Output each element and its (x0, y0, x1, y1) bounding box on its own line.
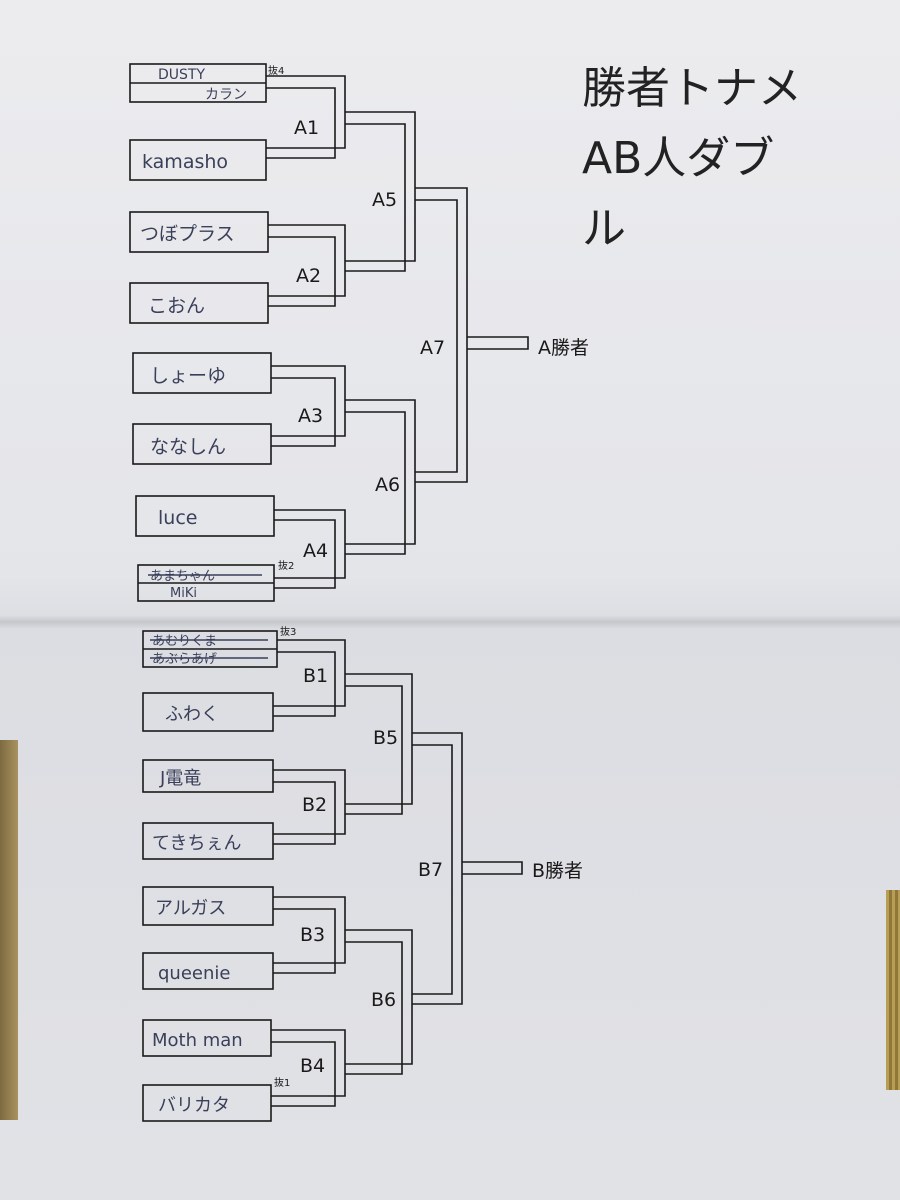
entry-name: あむりくま (152, 634, 217, 649)
entry-name: アルガス (155, 898, 226, 919)
match-label-b4: B4 (300, 1055, 325, 1077)
note-a-top: 抜4 (268, 64, 284, 77)
entry-box (142, 1084, 272, 1122)
entry-name: あぶらあげ (152, 652, 217, 667)
match-label-a5: A5 (372, 189, 397, 211)
entry-name: queenie (158, 963, 230, 984)
note-b-bottom: 抜1 (274, 1076, 290, 1089)
entry-box (132, 352, 272, 394)
entry-box (142, 886, 274, 926)
entry-name: ふわく (165, 704, 219, 725)
entry-name: ななしん (150, 436, 226, 458)
entry-name: てきちぇん (152, 833, 241, 854)
entry-box (129, 282, 269, 324)
entry-name: J電竜 (159, 768, 201, 789)
entry-name: Moth man (152, 1030, 243, 1051)
entry-box (142, 759, 274, 793)
entry-box (142, 822, 274, 860)
entry-box (135, 495, 275, 537)
note-b-top: 抜3 (280, 625, 296, 638)
entry-name: カラン (205, 87, 247, 103)
entry-name: しょーゆ (150, 365, 226, 387)
title-line-3: ル (582, 203, 626, 254)
note-a-bottom: 抜2 (278, 559, 294, 572)
winner-label-b: B勝者 (532, 860, 583, 882)
match-label-b7: B7 (418, 859, 443, 881)
entry-name: MiKi (170, 586, 197, 601)
entry-box (142, 1019, 272, 1057)
entry-box (129, 211, 269, 253)
match-label-a7: A7 (420, 337, 445, 359)
match-label-a1: A1 (294, 117, 319, 139)
entry-name: luce (158, 507, 197, 529)
table-edge-right (886, 890, 900, 1090)
entry-name: あまちゃん (150, 569, 215, 584)
entry-name: kamasho (142, 151, 228, 173)
entry-name: こおん (148, 295, 205, 317)
title-line-2: AB人ダブ (582, 133, 775, 184)
match-label-b3: B3 (300, 924, 325, 946)
entry-name: つぼプラス (140, 223, 235, 245)
match-label-b6: B6 (371, 989, 396, 1011)
match-label-a4: A4 (303, 540, 328, 562)
match-label-a2: A2 (296, 265, 321, 287)
entry-box (142, 952, 274, 990)
table-edge-left (0, 740, 18, 1120)
winner-label-a: A勝者 (538, 337, 589, 359)
match-label-b2: B2 (302, 794, 327, 816)
entry-box (129, 139, 267, 181)
match-label-b1: B1 (303, 665, 328, 687)
entry-name: DUSTY (158, 67, 205, 83)
paper-fold-crease (0, 615, 900, 629)
match-label-b5: B5 (373, 727, 398, 749)
match-label-a3: A3 (298, 405, 323, 427)
match-label-a6: A6 (375, 474, 400, 496)
entry-name: バリカタ (158, 1095, 230, 1116)
title-line-1: 勝者トナメ (582, 63, 802, 114)
entry-box (132, 423, 272, 465)
entry-box (142, 692, 274, 732)
